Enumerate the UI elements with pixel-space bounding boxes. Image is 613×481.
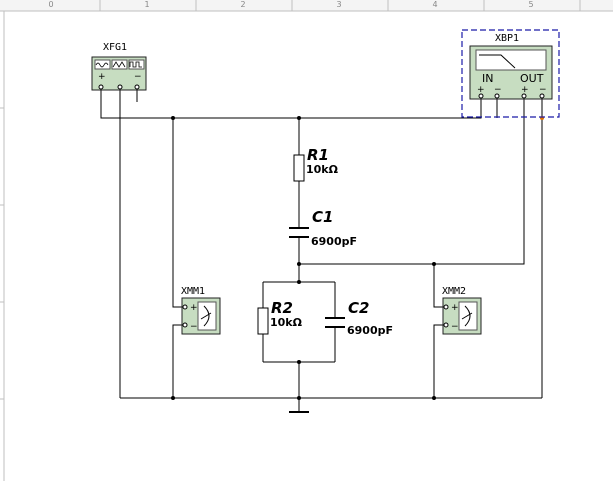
xfg1-pin-plus[interactable] [98,84,104,90]
sine-wave-glyph [95,62,109,68]
function-generator-xfg1[interactable]: XFG1 + − [91,42,147,91]
meter-needle-icon [461,312,473,320]
multimeter-xmm1[interactable]: XMM1 + − [181,286,221,335]
xfg1-minus-label: − [134,72,142,82]
meter-arc-icon [203,305,210,327]
triangle-wave-icon [111,59,128,70]
resistor-r2[interactable]: R2 10kΩ [257,299,303,335]
square-wave-icon [128,59,145,70]
c1-value: 6900pF [311,235,357,248]
wire-xmm1-minus[interactable] [172,324,183,398]
xmm1-plus-label: + [190,303,198,313]
xfg1-pin-common[interactable] [117,84,123,90]
junction-dot [171,396,175,400]
junction-dot [297,280,301,284]
ruler-label: 0 [48,0,53,9]
xmm2-pin-minus[interactable] [443,322,449,328]
junction-dot [171,116,175,120]
junction-dot [297,116,301,120]
xbp1-in-minus-label: − [494,85,502,95]
r2-value: 10kΩ [270,316,303,329]
xmm1-label: XMM1 [181,286,205,297]
c1-name: C1 [312,208,333,226]
sine-wave-icon [94,59,111,70]
xbp1-screen [475,49,547,71]
wire-xmm2-minus[interactable] [433,324,444,398]
xmm2-dial [458,301,478,331]
xmm2-label: XMM2 [442,286,466,297]
xbp1-label: XBP1 [495,33,519,44]
xmm1-minus-label: − [190,322,198,332]
bode-plotter-xbp1[interactable]: XBP1 IN OUT + − + − [461,29,560,118]
xmm2-minus-label: − [451,322,459,332]
wire-xbp1-out-plus[interactable] [299,98,525,265]
xbp1-out-label: OUT [520,72,544,85]
ruler-label: 4 [432,0,437,9]
xmm1-pin-minus[interactable] [182,322,188,328]
meter-needle-icon [200,312,212,320]
junction-dot [297,360,301,364]
meter-arc-icon [464,305,471,327]
resistor-r2-body[interactable] [257,307,269,335]
xbp1-pin-out-minus[interactable] [539,93,545,99]
triangle-wave-glyph [112,61,126,68]
ruler-label: 2 [240,0,245,9]
xbp1-pin-in-minus[interactable] [494,93,500,99]
xbp1-in-plus-label: + [477,85,485,95]
junction-dot [432,396,436,400]
capacitor-c1[interactable]: C1 6900pF [289,208,357,248]
junction-dot [297,262,301,266]
ruler-background [0,0,613,11]
xfg1-label: XFG1 [103,42,127,53]
lowpass-response-icon [479,54,516,69]
wire-xmm2-plus[interactable] [433,264,444,308]
c2-name: C2 [348,299,369,317]
xbp1-in-label: IN [482,72,493,85]
xfg1-plus-label: + [98,72,106,82]
xmm1-dial [197,301,217,331]
junctions [171,116,544,400]
wire-top-signal[interactable] [100,90,482,119]
xfg1-pin-minus[interactable] [134,84,140,90]
ruler-label: 5 [528,0,533,9]
r1-value: 10kΩ [306,163,339,176]
c2-value: 6900pF [347,324,393,337]
resistor-r1-body[interactable] [293,154,305,182]
junction-dot [432,262,436,266]
xbp1-out-plus-label: + [521,85,529,95]
wires[interactable] [100,90,543,412]
ruler-label: 3 [336,0,341,9]
square-wave-glyph [129,61,142,68]
ruler-label: 1 [144,0,149,9]
r1-name: R1 [307,146,329,164]
resistor-r1[interactable]: R1 10kΩ [293,146,339,182]
wire-xmm1-plus[interactable] [172,118,183,308]
xbp1-out-minus-label: − [539,85,547,95]
junction-dot [297,396,301,400]
xmm1-pin-plus[interactable] [182,304,188,310]
multimeter-xmm2[interactable]: XMM2 + − [442,286,482,335]
xmm2-pin-plus[interactable] [443,304,449,310]
capacitor-c2[interactable]: C2 6900pF [325,299,393,337]
xmm2-plus-label: + [451,303,459,313]
xbp1-pin-out-plus[interactable] [521,93,527,99]
xbp1-pin-in-plus[interactable] [478,93,484,99]
xbp1-selection-frame [461,29,560,118]
r2-name: R2 [271,299,293,317]
